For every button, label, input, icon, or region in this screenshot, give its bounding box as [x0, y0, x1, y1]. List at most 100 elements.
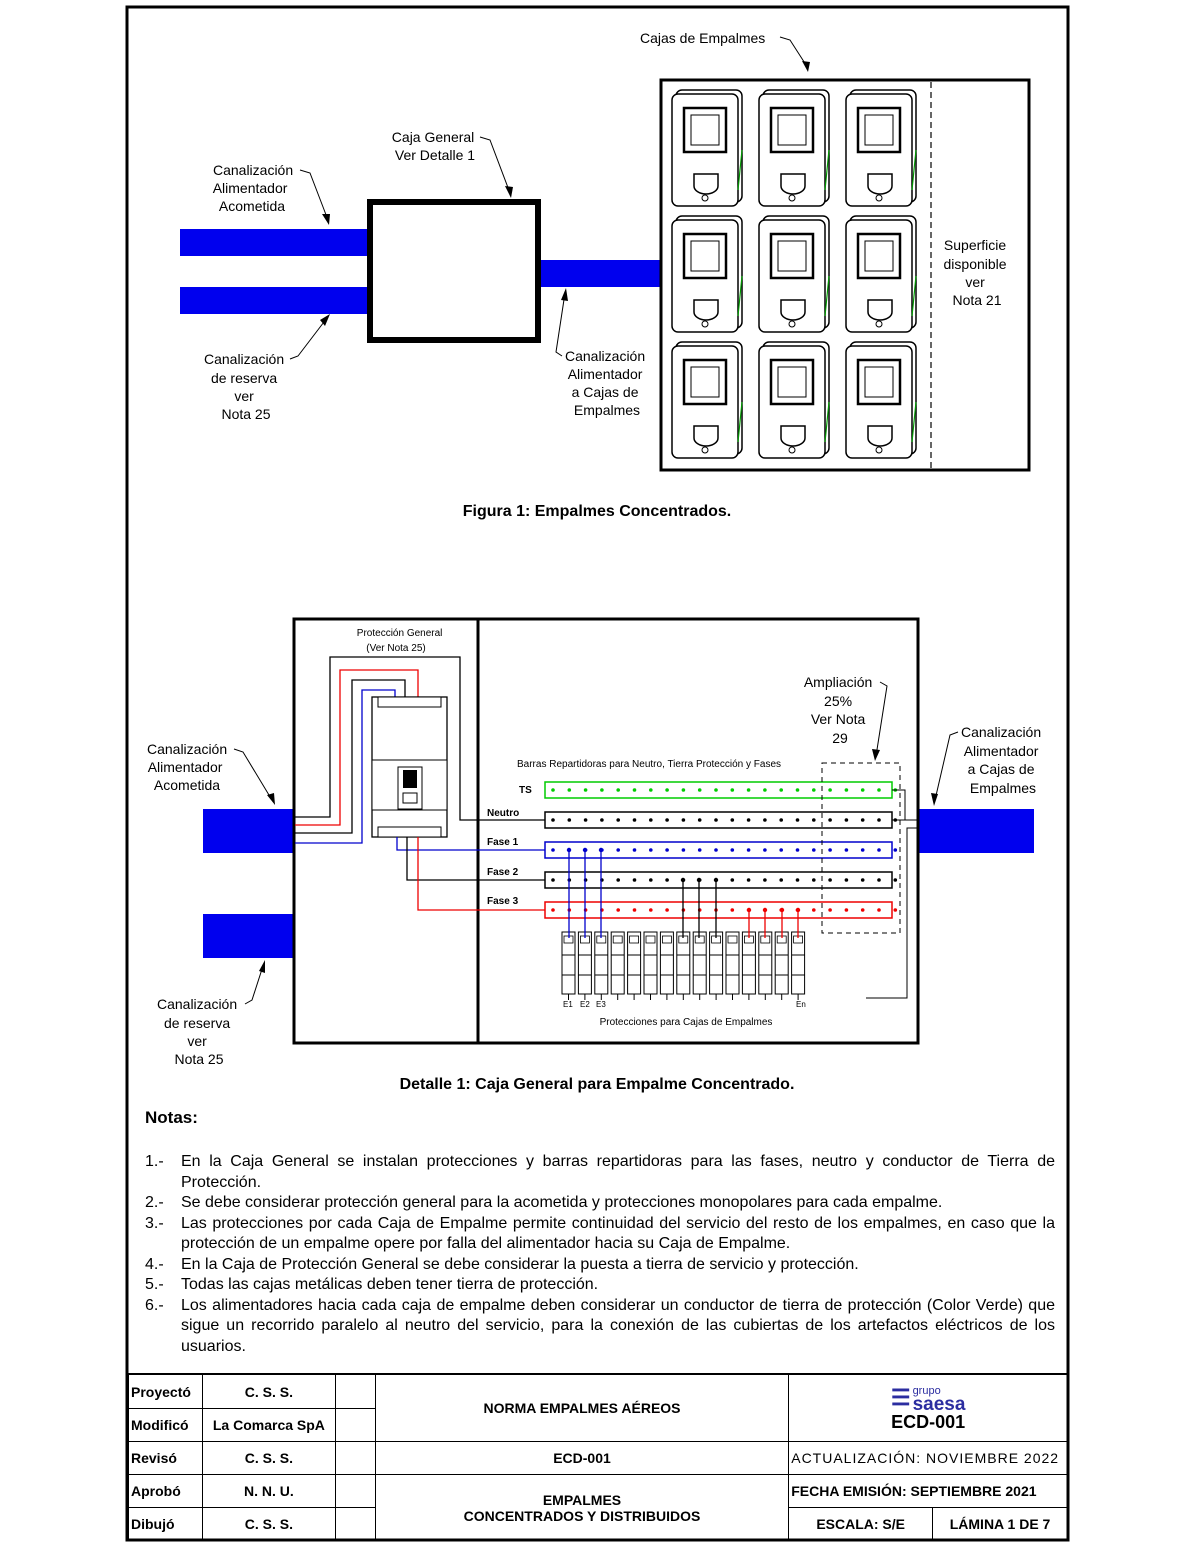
label-canal-cajas-d1: Canalización Alimentador a Cajas de Empa… — [961, 724, 1045, 796]
name-aprobo: N. N. U. — [201, 1474, 336, 1508]
breaker-icon — [741, 931, 756, 1000]
bar-terminal — [844, 818, 849, 822]
bar-terminal — [649, 848, 653, 852]
bar-terminal — [616, 818, 620, 822]
bar-terminal — [730, 788, 735, 792]
bar-terminal — [551, 878, 555, 882]
bar-terminal — [860, 788, 865, 792]
bar-terminal — [844, 788, 849, 792]
bar-terminal — [893, 878, 898, 882]
label-caja-general: Caja General Ver Detalle 1 — [392, 129, 478, 163]
bar-terminal — [746, 788, 751, 792]
bar-terminal — [877, 788, 881, 792]
bar-terminal — [730, 818, 735, 822]
bar-terminal — [812, 908, 816, 912]
note-item: 4.-En la Caja de Protección General se d… — [145, 1255, 859, 1273]
label-cajas-empalmes: Cajas de Empalmes — [640, 30, 765, 46]
bar-terminal — [779, 788, 783, 792]
norma-title: NORMA EMPALMES AÉREOS — [374, 1374, 790, 1442]
breaker-label-en: En — [796, 1000, 806, 1009]
bar-terminal — [632, 908, 637, 912]
bar-terminal — [551, 788, 555, 792]
bar-terminal — [616, 848, 620, 852]
label-canal-acometida-d1: Canalización Alimentador Acometida — [147, 741, 231, 793]
bar-terminal — [665, 848, 669, 852]
meter-box-icon — [845, 341, 917, 459]
duct-reserva-d1 — [203, 914, 295, 958]
label-proteccion-general: Protección General (Ver Nota 25) — [357, 628, 445, 654]
bar-terminal — [844, 878, 849, 882]
meter-box-icon — [671, 341, 743, 459]
label-barras: Barras Repartidoras para Neutro, Tierra … — [517, 759, 781, 770]
bar-label-fase2: Fase 2 — [487, 867, 519, 878]
duct-cajas-d1 — [918, 809, 1034, 853]
bar-label-ts: TS — [519, 785, 532, 796]
subject-cell: EMPALMES CONCENTRADOS Y DISTRIBUIDOS — [374, 1474, 790, 1541]
bar-terminal — [844, 908, 849, 912]
breaker-icon — [594, 931, 609, 1000]
bar-terminal — [649, 878, 653, 882]
bar-terminal — [812, 848, 816, 852]
bar-neutro — [544, 811, 893, 829]
role-reviso: Revisó — [128, 1441, 203, 1475]
bar-terminal — [632, 848, 637, 852]
bar-terminal — [665, 908, 669, 912]
bar-terminal — [583, 788, 588, 792]
bar-terminal — [649, 788, 653, 792]
bar-terminal — [616, 878, 620, 882]
bar-terminal — [779, 878, 783, 882]
breaker-icon — [561, 931, 576, 1000]
bar-terminal — [632, 788, 637, 792]
breaker-icon — [643, 931, 658, 1000]
label-canal-reserva-f1: Canalización de reserva ver Nota 25 — [204, 351, 288, 422]
name-reviso: C. S. S. — [201, 1441, 336, 1475]
breaker-icon — [692, 931, 707, 1000]
saesa-mark-icon: ☰ — [890, 1384, 911, 1410]
breaker-label-e1: E1 — [563, 1000, 573, 1009]
note-item: 1.-En la Caja General se instalan protec… — [145, 1153, 1055, 1191]
bar-terminal — [567, 818, 572, 822]
bar-terminal — [730, 878, 735, 882]
meter-box-icon — [758, 215, 830, 333]
bar-label-fase3: Fase 3 — [487, 896, 519, 907]
name-modifico: La Comarca SpA — [201, 1408, 336, 1442]
bar-terminal — [828, 788, 832, 792]
bar-terminal — [697, 848, 702, 852]
bar-label-fase1: Fase 1 — [487, 837, 519, 848]
bar-terminal — [860, 848, 865, 852]
bar-terminal — [812, 878, 816, 882]
meter-box-icon — [671, 89, 743, 207]
breaker-icon — [725, 931, 740, 1000]
escala: ESCALA: S/E — [788, 1507, 934, 1541]
bar-terminal — [665, 878, 669, 882]
fecha-emision: FECHA EMISIÓN: SEPTIEMBRE 2021 — [788, 1474, 1068, 1508]
meter-box-icon — [845, 89, 917, 207]
bar-terminal — [828, 878, 832, 882]
label-superficie: Superficie disponible ver Nota 21 — [944, 237, 1011, 308]
code-center: ECD-001 — [374, 1441, 790, 1475]
detail-enclosure — [292, 617, 920, 1045]
bar-terminal — [763, 818, 767, 822]
bar-terminal — [649, 908, 653, 912]
bar-terminal — [632, 878, 637, 882]
name-proyecto: C. S. S. — [201, 1374, 336, 1409]
bar-terminal — [828, 848, 832, 852]
detail-1: Protección General (Ver Nota 25) TS Neut… — [147, 617, 1045, 1093]
bar-terminal — [551, 908, 555, 912]
bar-terminal — [812, 818, 816, 822]
bar-terminal — [860, 908, 865, 912]
meter-box-icon — [671, 215, 743, 333]
duct-reserva — [180, 287, 370, 314]
bar-fase2 — [544, 871, 893, 889]
note-item: 2.-Se debe considerar protección general… — [145, 1194, 943, 1211]
ampliacion-zone — [821, 762, 901, 934]
bar-terminal — [681, 818, 686, 822]
bar-terminal — [746, 848, 751, 852]
figure-1: Cajas de Empalmes Caja General Ver Detal… — [180, 30, 1031, 520]
duct-acometida-d1 — [203, 809, 295, 853]
breaker-icon — [659, 931, 674, 1000]
bar-terminal — [649, 818, 653, 822]
bar-terminal — [600, 818, 604, 822]
